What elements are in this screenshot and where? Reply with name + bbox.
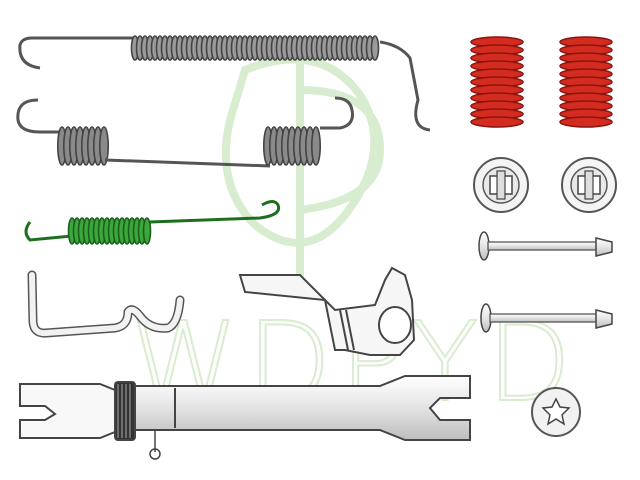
red-compression-spring-left xyxy=(470,36,524,128)
spring-coil xyxy=(559,116,613,128)
hold-down-pin-upper xyxy=(478,231,613,261)
red-compression-spring-right xyxy=(559,36,613,128)
hold-down-pin-lower xyxy=(480,303,613,333)
star-retaining-clip xyxy=(531,387,581,437)
spring-coil xyxy=(142,217,152,245)
hold-down-cup-left xyxy=(473,157,529,213)
watermark-logo-icon xyxy=(221,55,385,280)
adjuster-lever-bracket xyxy=(238,266,416,356)
spring-coil xyxy=(310,126,321,166)
hooked-return-spring-double-coil xyxy=(16,96,354,168)
long-return-spring xyxy=(18,35,431,132)
hold-down-cup-right xyxy=(561,157,617,213)
green-spring xyxy=(24,200,281,245)
spring-coil xyxy=(370,35,380,61)
spring-coil xyxy=(470,116,524,128)
spring-coil xyxy=(99,126,110,166)
adjuster-strut xyxy=(19,375,471,460)
bent-wire-lever xyxy=(27,270,185,338)
